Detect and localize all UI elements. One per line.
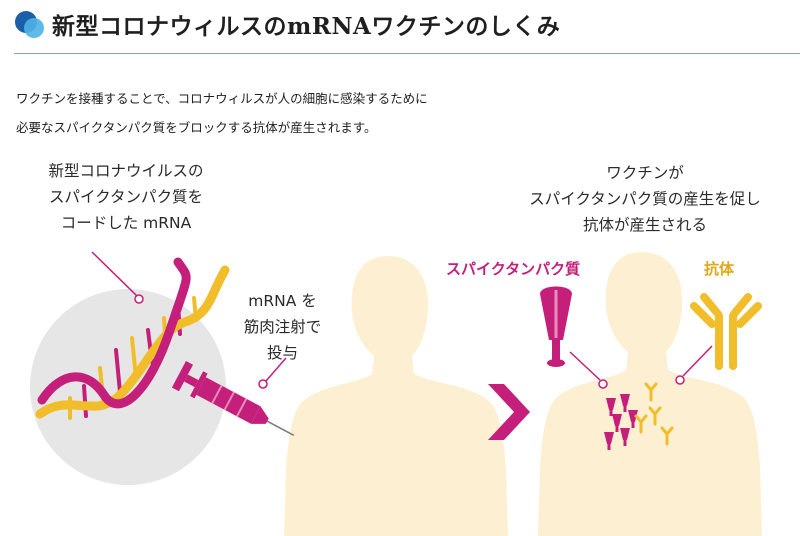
arrow-right-icon (488, 384, 530, 440)
middle-label-line-1: mRNA を (248, 292, 317, 310)
intro-line-2: 必要なスパイクタンパク質をブロックする抗体が産生されます。 (16, 120, 377, 135)
mrna-helix-icon (35, 257, 230, 420)
right-label-line-1: ワクチンが (606, 164, 684, 182)
page-title: 新型コロナウィルスのmRNAワクチンのしくみ (52, 13, 561, 40)
syringe-icon (171, 361, 295, 436)
middle-diagram-label: mRNA を 筋肉注射で 投与 (225, 288, 340, 366)
middle-label-leader (258, 357, 287, 389)
antibody-icon (690, 293, 762, 370)
left-diagram-label: 新型コロナウイルスの スパイクタンパク質を コードした mRNA (26, 158, 226, 236)
middle-label-line-3: 投与 (266, 344, 298, 362)
middle-label-line-2: 筋肉注射で (243, 318, 322, 336)
spike-protein-label: スパイクタンパク質 (446, 260, 581, 278)
header: 新型コロナウィルスのmRNAワクチンのしくみ (0, 0, 800, 55)
human-silhouette-left (284, 256, 508, 536)
antibody-label-leader (675, 345, 713, 385)
antibody-label: 抗体 (704, 260, 735, 278)
intro-line-1: ワクチンを接種することで、コロナウィルスが人の細胞に感染するために (16, 91, 428, 106)
left-label-leader (91, 251, 144, 304)
right-label-line-2: スパイクタンパク質の産生を促し (529, 190, 761, 208)
left-label-line-3: コードした mRNA (60, 214, 192, 232)
left-label-line-2: スパイクタンパク質を (48, 188, 204, 206)
chest-spike-proteins (604, 394, 638, 450)
chest-antibodies (634, 382, 674, 446)
right-diagram-label: ワクチンが スパイクタンパク質の産生を促し 抗体が産生される (520, 160, 770, 238)
right-label-line-3: 抗体が産生される (582, 216, 707, 234)
title-dots-icon (15, 11, 44, 38)
title-divider (14, 53, 800, 54)
spike-protein-icon (540, 286, 572, 367)
spike-label-leader (569, 351, 608, 389)
left-label-line-1: 新型コロナウイルスの (48, 162, 204, 180)
